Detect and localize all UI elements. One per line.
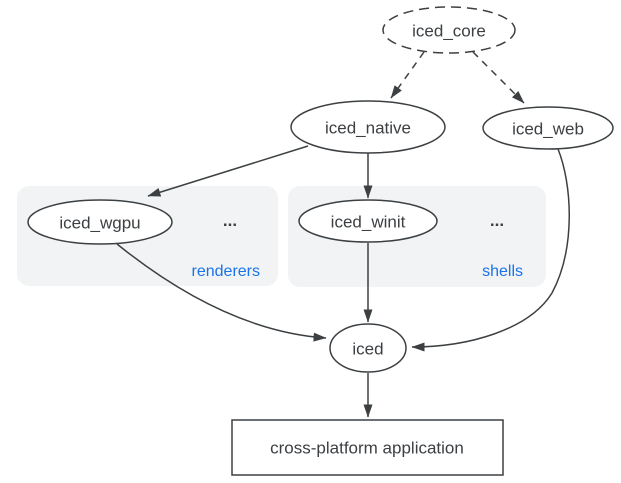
iced-winit-ellipse <box>298 199 438 243</box>
edge-native-to-wgpu <box>147 145 309 197</box>
iced-ellipse <box>329 323 407 373</box>
shells-group-label: shells <box>482 263 523 280</box>
node-iced-web: iced_web <box>482 106 614 150</box>
app-rectangle <box>231 419 504 476</box>
node-iced-core: iced_core <box>382 6 516 54</box>
iced-native-label: iced_native <box>325 119 411 138</box>
iced-wgpu-ellipse <box>27 199 173 245</box>
iced-web-ellipse <box>482 106 614 150</box>
app-label: cross-platform application <box>270 439 464 458</box>
node-cross-platform-application: cross-platform application <box>231 419 504 476</box>
node-iced-native: iced_native <box>290 100 446 154</box>
edge-web-to-iced <box>411 148 570 352</box>
iced-winit-label: iced_winit <box>331 213 406 232</box>
iced-wgpu-label: iced_wgpu <box>59 214 140 233</box>
iced-core-ellipse <box>382 6 516 54</box>
edge-wgpu-to-iced <box>116 243 327 342</box>
node-iced-winit: iced_winit <box>298 199 438 243</box>
iced-label: iced <box>352 340 383 359</box>
edge-core-to-web <box>472 51 525 104</box>
node-iced-wgpu: iced_wgpu <box>27 199 173 245</box>
edge-core-to-native <box>390 51 425 99</box>
iced-core-label: iced_core <box>412 22 486 41</box>
shells-ellipsis: ... <box>490 211 504 230</box>
renderers-group-label: renderers <box>192 263 260 280</box>
iced-web-label: iced_web <box>512 120 584 139</box>
node-iced: iced <box>329 323 407 373</box>
iced-native-ellipse <box>290 100 446 154</box>
renderers-ellipsis: ... <box>223 211 237 230</box>
